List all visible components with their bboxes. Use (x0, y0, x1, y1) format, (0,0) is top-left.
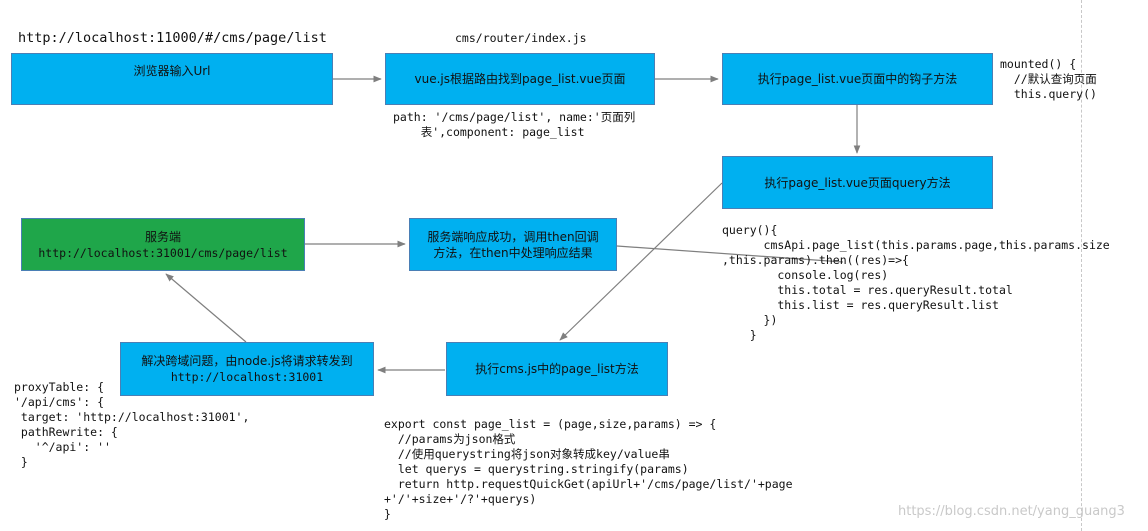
proxy-line2: http://localhost:31001 (170, 370, 324, 384)
dashed-separator (1081, 0, 1082, 531)
router-file-label: cms/router/index.js (455, 31, 587, 45)
arrow-query-to-cms-js (559, 182, 723, 341)
browser-input-label: 浏览器输入Url (133, 64, 211, 78)
query-code-note: query(){ cmsApi.page_list(this.params.pa… (722, 223, 1110, 342)
then-callback-line1: 服务端响应成功，调用then回调 (427, 229, 599, 244)
server-box: 服务端 http://localhost:31001/cms/page/list (21, 218, 305, 271)
cms-js-label: 执行cms.js中的page_list方法 (475, 362, 639, 376)
vue-route-box: vue.js根据路由找到page_list.vue页面 (385, 53, 655, 105)
url-label: http://localhost:11000/#/cms/page/list (18, 30, 327, 46)
vue-route-label: vue.js根据路由找到page_list.vue页面 (414, 72, 626, 86)
cms-js-box: 执行cms.js中的page_list方法 (446, 342, 668, 396)
arrow-proxy-to-server (165, 273, 247, 343)
mounted-note: mounted() { //默认查询页面 this.query() (1000, 57, 1097, 101)
then-callback-box: 服务端响应成功，调用then回调 方法，在then中处理响应结果 (409, 218, 617, 271)
route-path-note: path: '/cms/page/list', name:'页面列 表',com… (393, 110, 636, 139)
export-code-note: export const page_list = (page,size,para… (384, 417, 793, 521)
proxy-table-note: proxyTable: { '/api/cms': { target: 'htt… (14, 380, 250, 469)
query-method-label: 执行page_list.vue页面query方法 (764, 175, 951, 190)
query-method-box: 执行page_list.vue页面query方法 (722, 156, 993, 209)
then-callback-line2: 方法，在then中处理响应结果 (433, 245, 593, 260)
watermark-text: https://blog.csdn.net/yang_guang3 (898, 504, 1125, 519)
server-label: 服务端 (144, 229, 181, 244)
hook-method-box: 执行page_list.vue页面中的钩子方法 (722, 53, 993, 105)
browser-input-box: 浏览器输入Url (11, 53, 333, 105)
server-url: http://localhost:31001/cms/page/list (38, 245, 288, 260)
proxy-box: 解决跨域问题，由node.js将请求转发到 http://localhost:3… (120, 342, 374, 396)
connector-then-to-query-code (616, 245, 844, 263)
hook-method-label: 执行page_list.vue页面中的钩子方法 (757, 72, 958, 86)
proxy-line1: 解决跨域问题，由node.js将请求转发到 (141, 354, 353, 368)
